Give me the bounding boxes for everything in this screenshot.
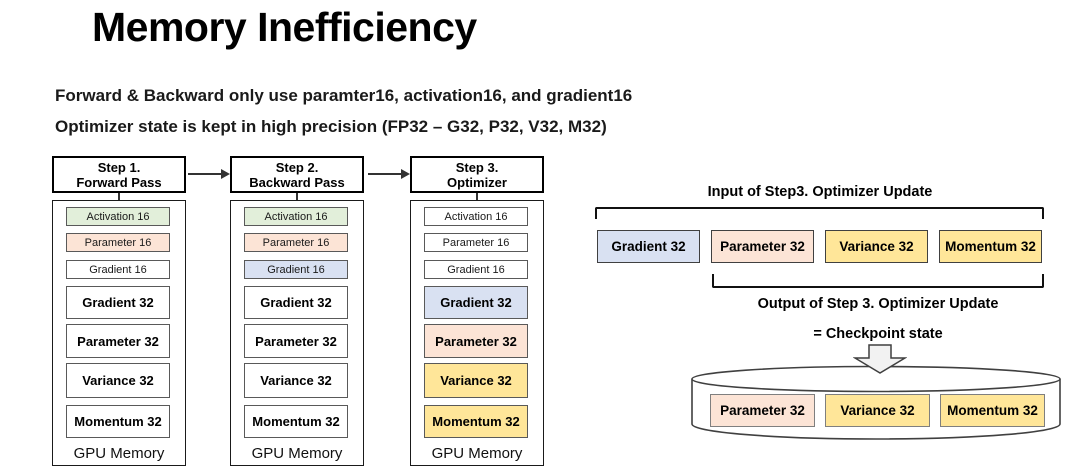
step1-header-line1: Step 1. — [97, 159, 141, 175]
flow-arrow-line-2 — [368, 173, 402, 175]
memory-block-gradient32: Gradient 32 — [66, 286, 170, 319]
step3-header-line1: Step 3. — [455, 159, 499, 175]
step2-header-line2: Backward Pass — [249, 174, 345, 190]
memory-block-gradient16: Gradient 16 — [424, 260, 528, 279]
memory-block-parameter32: Parameter 32 — [244, 324, 348, 358]
step3-header: Step 3. Optimizer — [410, 156, 544, 193]
step1-gpu-memory-container: Activation 16 Parameter 16 Gradient 16 G… — [52, 200, 186, 466]
memory-block-variance32: Variance 32 — [66, 363, 170, 398]
step3-connector-line — [476, 193, 478, 201]
memory-block-momentum32: Momentum 32 — [424, 405, 528, 438]
memory-block-activation16: Activation 16 — [424, 207, 528, 226]
memory-block-parameter32: Parameter 32 — [424, 324, 528, 358]
checkpoint-state-label: = Checkpoint state — [813, 326, 943, 342]
memory-block-variance32: Variance 32 — [424, 363, 528, 398]
step1-connector-line — [118, 193, 120, 201]
memory-block-gradient32: Gradient 32 — [244, 286, 348, 319]
input-block-momentum32: Momentum 32 — [939, 230, 1042, 263]
memory-block-parameter16: Parameter 16 — [66, 233, 170, 252]
flow-arrow-line-1 — [188, 173, 222, 175]
output-bracket — [712, 274, 1044, 288]
step3-column: Step 3. Optimizer Activation 16 Paramete… — [410, 0, 544, 472]
step3-header-line2: Optimizer — [447, 174, 507, 190]
page-title: Memory Inefficiency — [92, 4, 477, 50]
memory-block-gradient16: Gradient 16 — [66, 260, 170, 279]
checkpoint-block-momentum32: Momentum 32 — [940, 394, 1045, 427]
bullet-forward-backward: Forward & Backward only use paramter16, … — [55, 86, 633, 105]
step1-header: Step 1. Forward Pass — [52, 156, 186, 193]
memory-block-parameter16: Parameter 16 — [424, 233, 528, 252]
memory-block-variance32: Variance 32 — [244, 363, 348, 398]
input-block-parameter32: Parameter 32 — [711, 230, 814, 263]
output-of-step3-label: Output of Step 3. Optimizer Update — [757, 296, 999, 312]
step2-gpu-memory-container: Activation 16 Parameter 16 Gradient 16 G… — [230, 200, 364, 466]
step2-header-line1: Step 2. — [275, 159, 319, 175]
gpu-memory-label: GPU Memory — [251, 445, 343, 462]
step1-column: Step 1. Forward Pass Activation 16 Param… — [52, 0, 186, 472]
step3-gpu-memory-container: Activation 16 Parameter 16 Gradient 16 G… — [410, 200, 544, 466]
flow-arrow-head-icon-1 — [221, 169, 230, 179]
memory-block-gradient16: Gradient 16 — [244, 260, 348, 279]
memory-block-momentum32: Momentum 32 — [66, 405, 170, 438]
memory-block-momentum32: Momentum 32 — [244, 405, 348, 438]
input-of-step3-label: Input of Step3. Optimizer Update — [707, 184, 933, 200]
step2-column: Step 2. Backward Pass Activation 16 Para… — [230, 0, 364, 472]
memory-block-activation16: Activation 16 — [244, 207, 348, 226]
input-block-variance32: Variance 32 — [825, 230, 928, 263]
gpu-memory-label: GPU Memory — [431, 445, 523, 462]
bullet-optimizer-state: Optimizer state is kept in high precisio… — [55, 117, 607, 136]
memory-block-gradient32: Gradient 32 — [424, 286, 528, 319]
step1-header-line2: Forward Pass — [76, 174, 162, 190]
memory-block-parameter32: Parameter 32 — [66, 324, 170, 358]
step2-connector-line — [296, 193, 298, 201]
checkpoint-block-parameter32: Parameter 32 — [710, 394, 815, 427]
step2-header: Step 2. Backward Pass — [230, 156, 364, 193]
down-arrow-icon — [853, 344, 907, 374]
memory-block-activation16: Activation 16 — [66, 207, 170, 226]
gpu-memory-label: GPU Memory — [73, 445, 165, 462]
flow-arrow-head-icon-2 — [401, 169, 410, 179]
input-block-gradient32: Gradient 32 — [597, 230, 700, 263]
checkpoint-block-variance32: Variance 32 — [825, 394, 930, 427]
input-bracket — [595, 207, 1044, 219]
memory-block-parameter16: Parameter 16 — [244, 233, 348, 252]
